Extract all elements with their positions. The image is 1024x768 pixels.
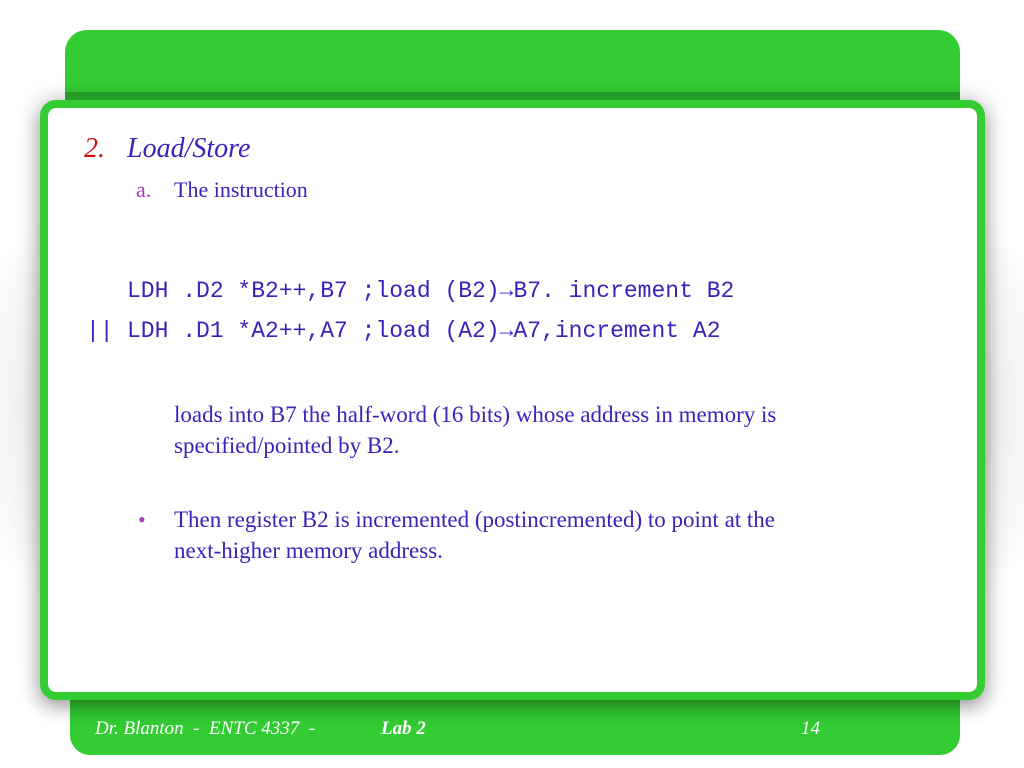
footer-page-number: 14 [801, 718, 820, 739]
heading-title: Load/Store [127, 133, 251, 164]
heading-number: 2. [84, 133, 105, 164]
bullet-symbol: • [138, 507, 146, 532]
footer-author-course: Dr. Blanton - ENTC 4337 - [95, 718, 320, 739]
bullet-line-1: Then register B2 is incremented (postinc… [174, 507, 776, 532]
sub-item-marker: a. [136, 177, 152, 202]
paragraph-line-2: specified/pointed by B2. [174, 433, 400, 458]
code-parallel-marker: || [86, 318, 114, 344]
sub-item-text: The instruction [174, 177, 308, 202]
footer-lab-label: Lab 2 [381, 718, 426, 739]
footer-band [70, 690, 960, 755]
slide-card [40, 100, 985, 700]
paragraph-line-1: loads into B7 the half-word (16 bits) wh… [174, 402, 777, 427]
code-line-2: LDH .D1 *A2++,A7 ;load (A2)→A7,increment… [127, 318, 721, 344]
bullet-line-2: next-higher memory address. [174, 538, 443, 563]
code-line-1: LDH .D2 *B2++,B7 ;load (B2)→B7. incremen… [127, 278, 735, 304]
